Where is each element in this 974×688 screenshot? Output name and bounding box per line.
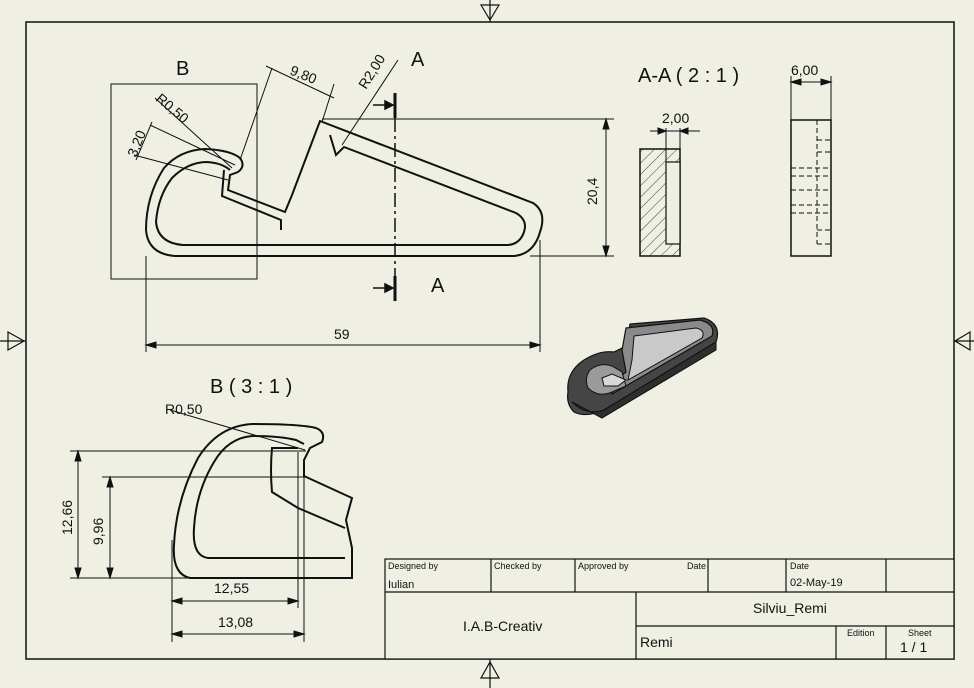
part-outline-inner [154,134,526,246]
dim-r0-50: R0,50 [153,90,192,126]
dim-59: 59 [334,326,350,342]
tb-date-label-1: Date [687,561,706,571]
section-view-aa: A-A ( 2 : 1 ) 2,00 [638,62,833,257]
dim-6-00: 6,00 [791,62,818,78]
dim-3-20: 3,20 [124,128,149,159]
tb-date-label-2: Date [790,561,809,571]
detail-outline-inner [192,434,345,559]
detail-dim-r0-50: R0,50 [165,401,203,417]
detail-b-boundary [110,83,258,280]
section-view-title: A-A ( 2 : 1 ) [638,65,739,87]
main-view: A A B [110,49,614,352]
detail-dim-12-66: 12,66 [59,500,75,535]
isometric-view [567,317,719,419]
section-label-top: A [411,49,425,71]
detail-dim-12-55: 12,55 [214,580,249,596]
section-arrows [373,99,395,294]
part-slot-line [220,169,282,230]
tb-company: I.A.B-Creativ [463,618,542,634]
detail-slot [270,447,346,529]
tb-sheet-value: 1 / 1 [900,639,927,655]
dim-r2-00: R2,00 [355,51,388,91]
tb-designed-by-label: Designed by [388,561,439,571]
part-outline-outer [144,119,544,257]
tb-title: Silviu_Remi [753,600,827,616]
tb-sheet-label: Sheet [908,628,932,638]
detail-view-b: B ( 3 : 1 ) R0,50 12,66 9,96 [59,376,354,642]
side-view [790,119,832,257]
tb-edition-label: Edition [847,628,875,638]
detail-dim-9-96: 9,96 [90,518,106,545]
dim-2-00: 2,00 [662,110,689,126]
tb-date-value: 02-May-19 [790,577,843,589]
detail-view-title: B ( 3 : 1 ) [210,376,292,398]
tb-designer: Iulian [388,579,414,591]
section-label-bottom: A [431,275,445,297]
detail-outline-outer [172,422,354,579]
dim-20-4: 20,4 [584,178,600,205]
detail-dim-13-08: 13,08 [218,614,253,630]
tb-subtitle: Remi [640,634,673,650]
tb-approved-by-label: Approved by [578,561,629,571]
main-dimension-lines [133,59,614,352]
detail-label: B [176,58,189,80]
title-block [384,558,955,660]
tb-checked-by-label: Checked by [494,561,542,571]
